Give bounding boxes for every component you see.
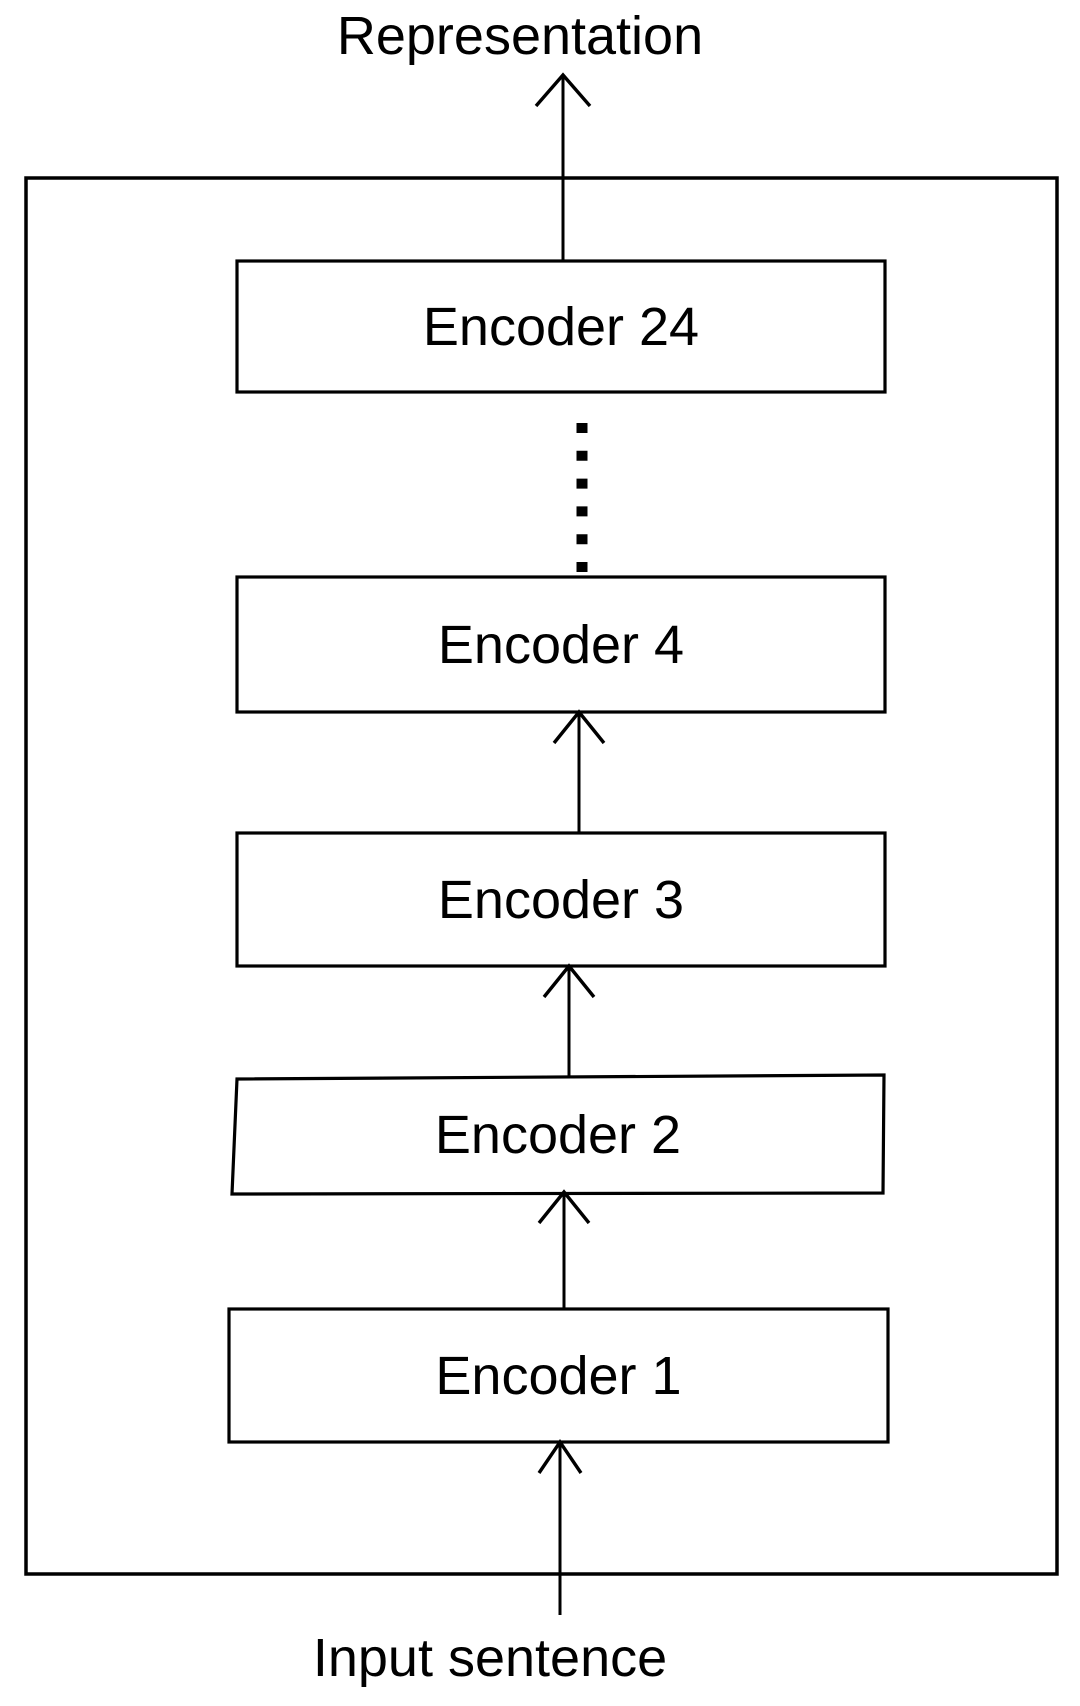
arrow-into-encoder-3-icon bbox=[542, 963, 596, 1077]
encoder-3-label: Encoder 3 bbox=[437, 869, 685, 930]
encoder-24-label: Encoder 24 bbox=[422, 296, 700, 357]
arrow-into-encoder-4-icon bbox=[552, 709, 606, 833]
encoder-1-label: Encoder 1 bbox=[435, 1345, 682, 1406]
encoder-24-box bbox=[235, 259, 887, 394]
arrow-to-representation-icon bbox=[534, 72, 592, 261]
arrow-from-input-icon bbox=[537, 1438, 583, 1615]
representation-label: Representation bbox=[336, 6, 704, 66]
encoder-2-box bbox=[230, 1073, 886, 1196]
encoder-3-box bbox=[235, 831, 887, 968]
encoder-4-box bbox=[235, 575, 887, 714]
input-sentence-label: Input sentence bbox=[312, 1628, 668, 1688]
encoder-2-label: Encoder 2 bbox=[434, 1104, 682, 1165]
encoder-1-box bbox=[227, 1307, 890, 1444]
arrow-into-encoder-2-icon bbox=[537, 1189, 591, 1311]
encoder-4-label: Encoder 4 bbox=[437, 614, 685, 675]
